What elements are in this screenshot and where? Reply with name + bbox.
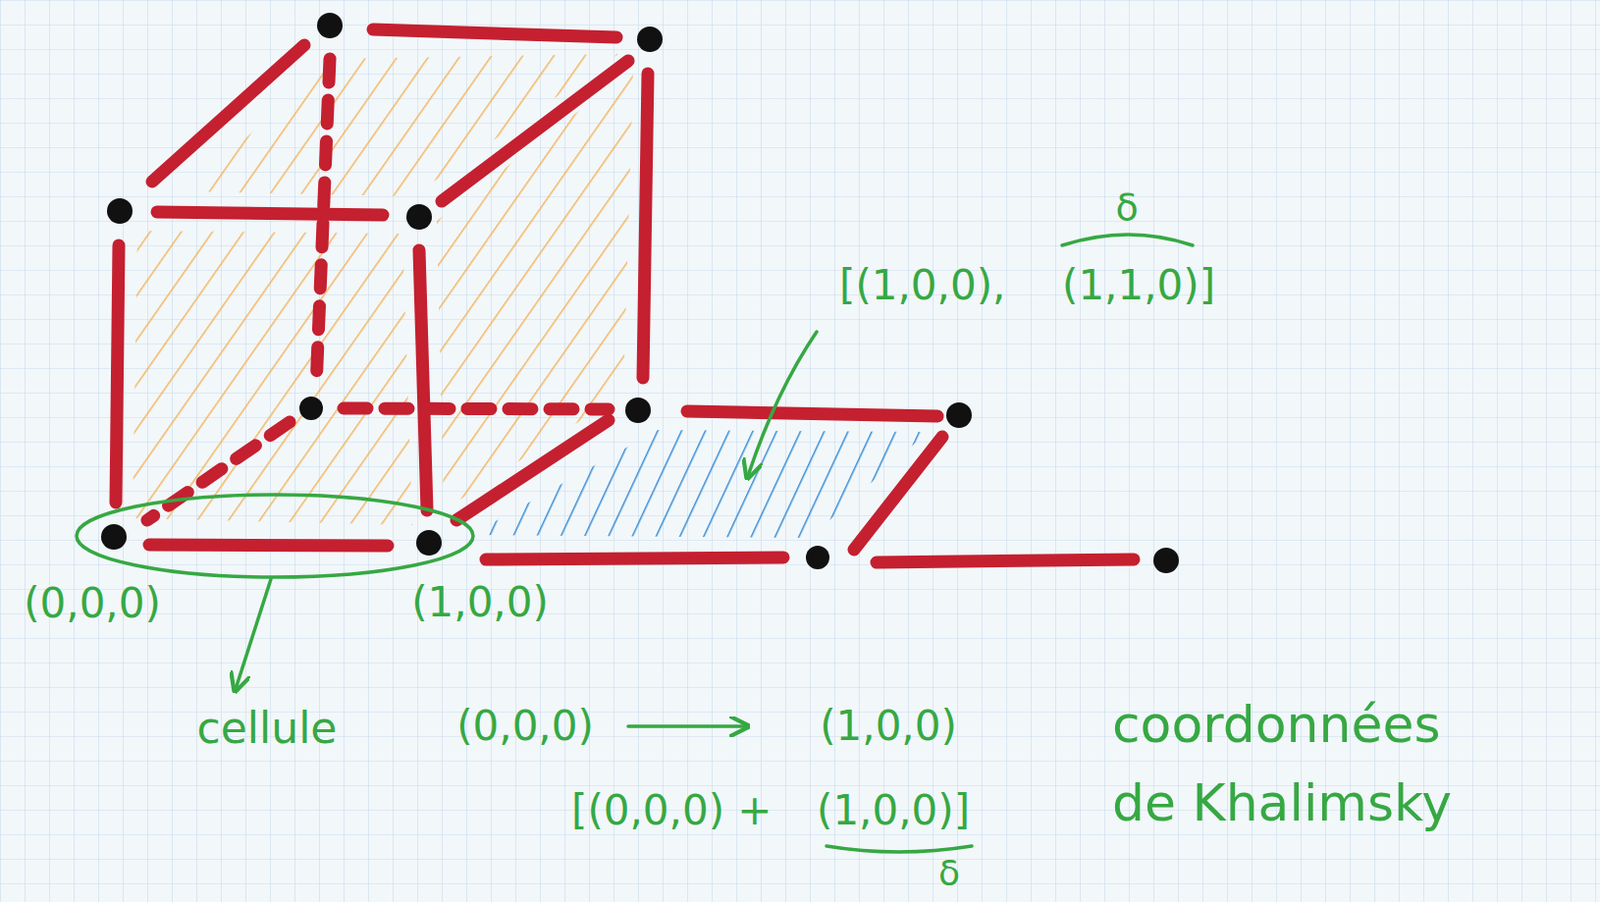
- annotation-label: (0,0,0): [23, 581, 161, 627]
- top-face: [186, 53, 619, 197]
- leader-line: [235, 579, 271, 690]
- leader-line: [747, 331, 817, 477]
- annotation-label: [(0,0,0) +: [571, 788, 773, 834]
- underbrace: [826, 846, 972, 853]
- annotation-label: (1,0,0)]: [816, 788, 970, 834]
- annotation-label: (1,0,0): [819, 703, 958, 749]
- cell-ellipse: [76, 494, 474, 578]
- annotation-label: (1,0,0): [411, 580, 549, 626]
- front-face: [132, 230, 413, 526]
- annotation-label: coordonnées de Khalimsky: [1112, 685, 1505, 843]
- vertex-dots: [101, 12, 1179, 574]
- square-face: [471, 429, 928, 538]
- green-annotations: [76, 234, 1193, 853]
- annotation-label: cellule: [197, 704, 338, 752]
- annotation-label: (1,1,0)]: [1062, 263, 1216, 309]
- annotation-label: δ: [1115, 187, 1138, 229]
- annotation-label: δ: [938, 853, 960, 894]
- annotation-label: (0,0,0): [456, 703, 594, 749]
- red-edges: [115, 29, 1134, 563]
- annotation-label: [(1,0,0),: [839, 263, 1006, 309]
- overbrace: [1062, 234, 1193, 246]
- arrow: [628, 724, 747, 729]
